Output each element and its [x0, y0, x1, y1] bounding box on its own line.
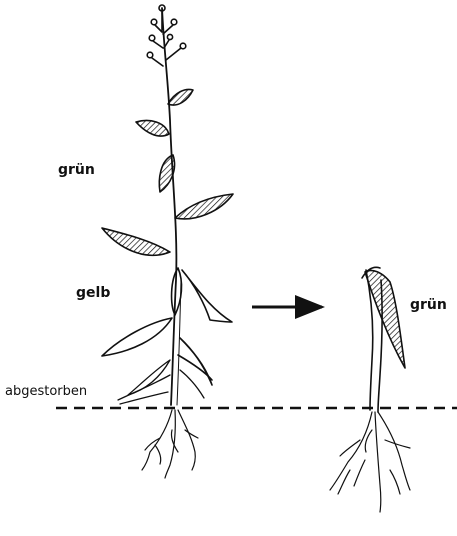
leaf-green-4 — [175, 194, 233, 219]
regrowth-plant — [330, 267, 410, 512]
main-stem — [162, 8, 176, 405]
label-dead: abgestorben — [5, 385, 87, 398]
flower-buds — [147, 5, 186, 66]
leaf-green-5 — [102, 228, 170, 255]
leaf-green-1 — [168, 90, 193, 106]
right-roots — [330, 412, 410, 512]
leaf-green-2 — [136, 121, 169, 137]
leaf-green-3 — [159, 155, 174, 192]
left-roots — [142, 410, 198, 478]
leaf-yellow-4 — [180, 338, 212, 385]
leaf-green-regrowth — [365, 270, 405, 368]
leaf-yellow-5 — [178, 355, 212, 380]
label-green-top: grün — [58, 163, 95, 177]
dead-leaves — [118, 360, 204, 404]
label-green-regrowth: grün — [410, 298, 447, 312]
leaf-yellow-2 — [182, 270, 232, 322]
leaf-yellow-3 — [102, 318, 172, 356]
yellow-leaves — [102, 268, 232, 385]
green-leaves — [102, 90, 233, 256]
label-yellow: gelb — [76, 286, 110, 300]
